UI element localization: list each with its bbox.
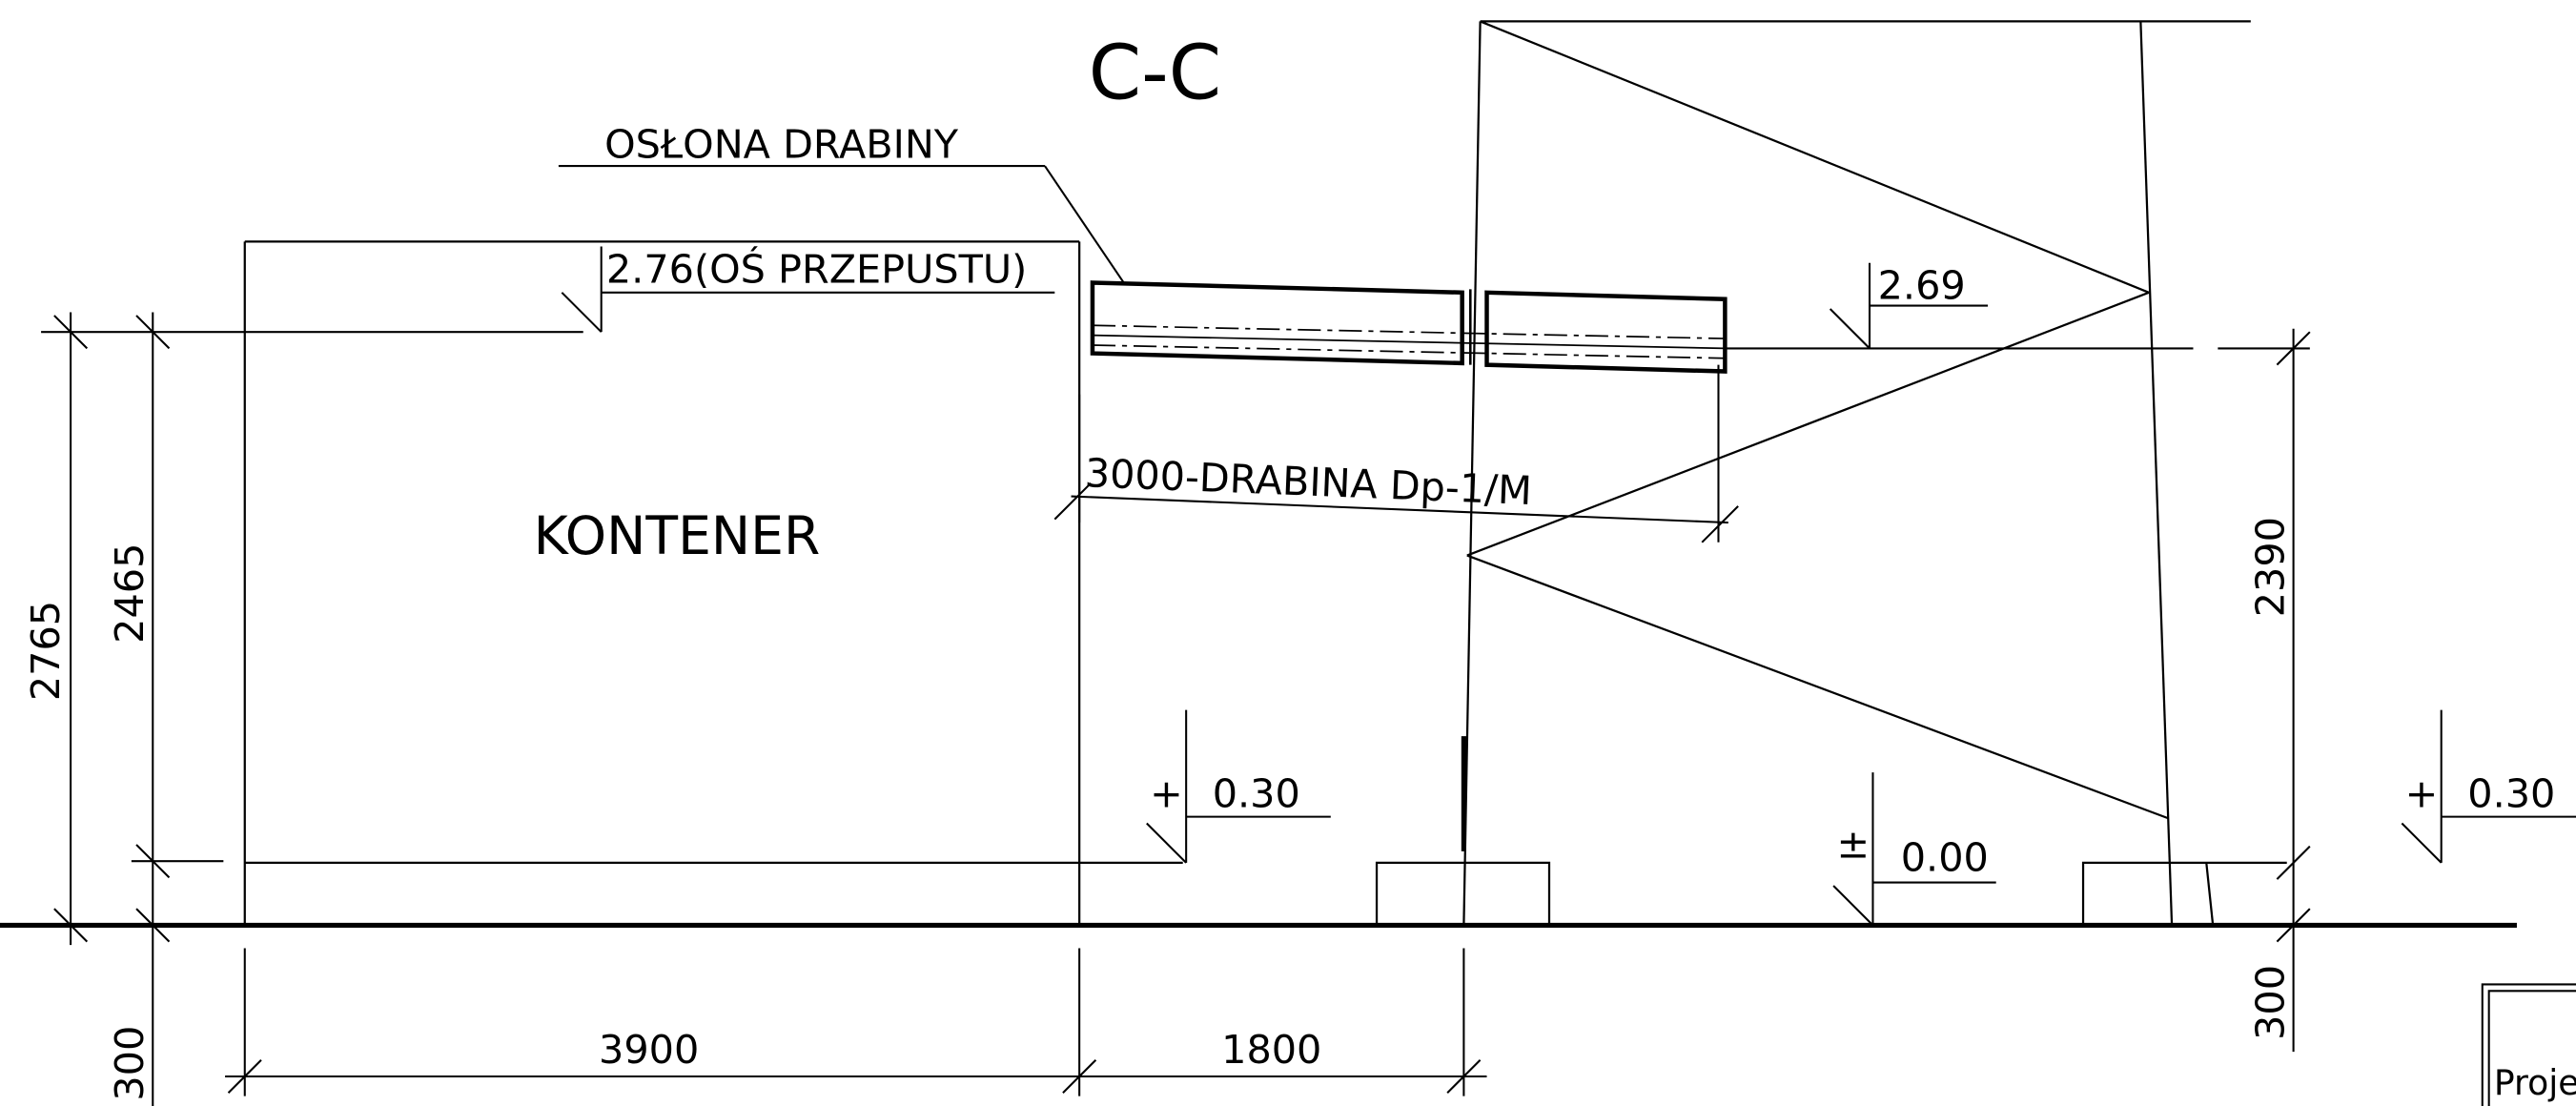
level-marker-269 <box>1725 262 2310 350</box>
level-marker-030-right <box>2401 709 2576 864</box>
ladder-guard-label: OSŁONA DRABINY <box>604 121 959 167</box>
plus-minus-sign: ± <box>1836 822 1870 868</box>
level-marker-000 <box>1832 772 1996 927</box>
ladder-label: 3000-DRABINA Dp-1/M <box>1084 450 1533 514</box>
ladder-dimension <box>1053 364 1739 543</box>
dim-3900: 3900 <box>599 1027 699 1073</box>
container <box>243 240 1183 926</box>
level-000-label: 0.00 <box>1901 835 1989 881</box>
culvert-axis-marker <box>561 246 1055 333</box>
container-label: KONTENER <box>534 506 821 567</box>
dim-2465: 2465 <box>107 543 153 644</box>
dim-1800: 1800 <box>1221 1027 1321 1073</box>
level-269-label: 2.69 <box>1878 263 1966 309</box>
level-030-right-label: 0.30 <box>2467 770 2555 816</box>
title-block-label: Proje <box>2494 1062 2576 1103</box>
dim-2765: 2765 <box>23 601 69 701</box>
left-dimensions <box>41 312 583 1106</box>
ladder-guard-leader <box>558 165 1125 284</box>
dim-2390: 2390 <box>2247 517 2293 617</box>
plus-sign-mid: + <box>1150 770 1183 816</box>
level-030-mid-label: 0.30 <box>1213 770 1300 816</box>
support-frame <box>1462 20 2251 926</box>
dim-300-left: 300 <box>107 1026 153 1101</box>
ladder-guard <box>1090 280 1728 374</box>
right-dimensions <box>2250 328 2317 1053</box>
bottom-dimensions <box>225 948 1487 1096</box>
section-title: C-C <box>1089 28 1221 116</box>
foundations <box>1375 861 2287 926</box>
plus-sign-right: + <box>2405 770 2439 816</box>
title-block <box>2481 983 2576 1106</box>
level-marker-030-mid <box>1146 709 1331 864</box>
culvert-axis-label: 2.76(OŚ PRZEPUSTU) <box>606 246 1027 292</box>
dim-300-right: 300 <box>2247 965 2293 1040</box>
